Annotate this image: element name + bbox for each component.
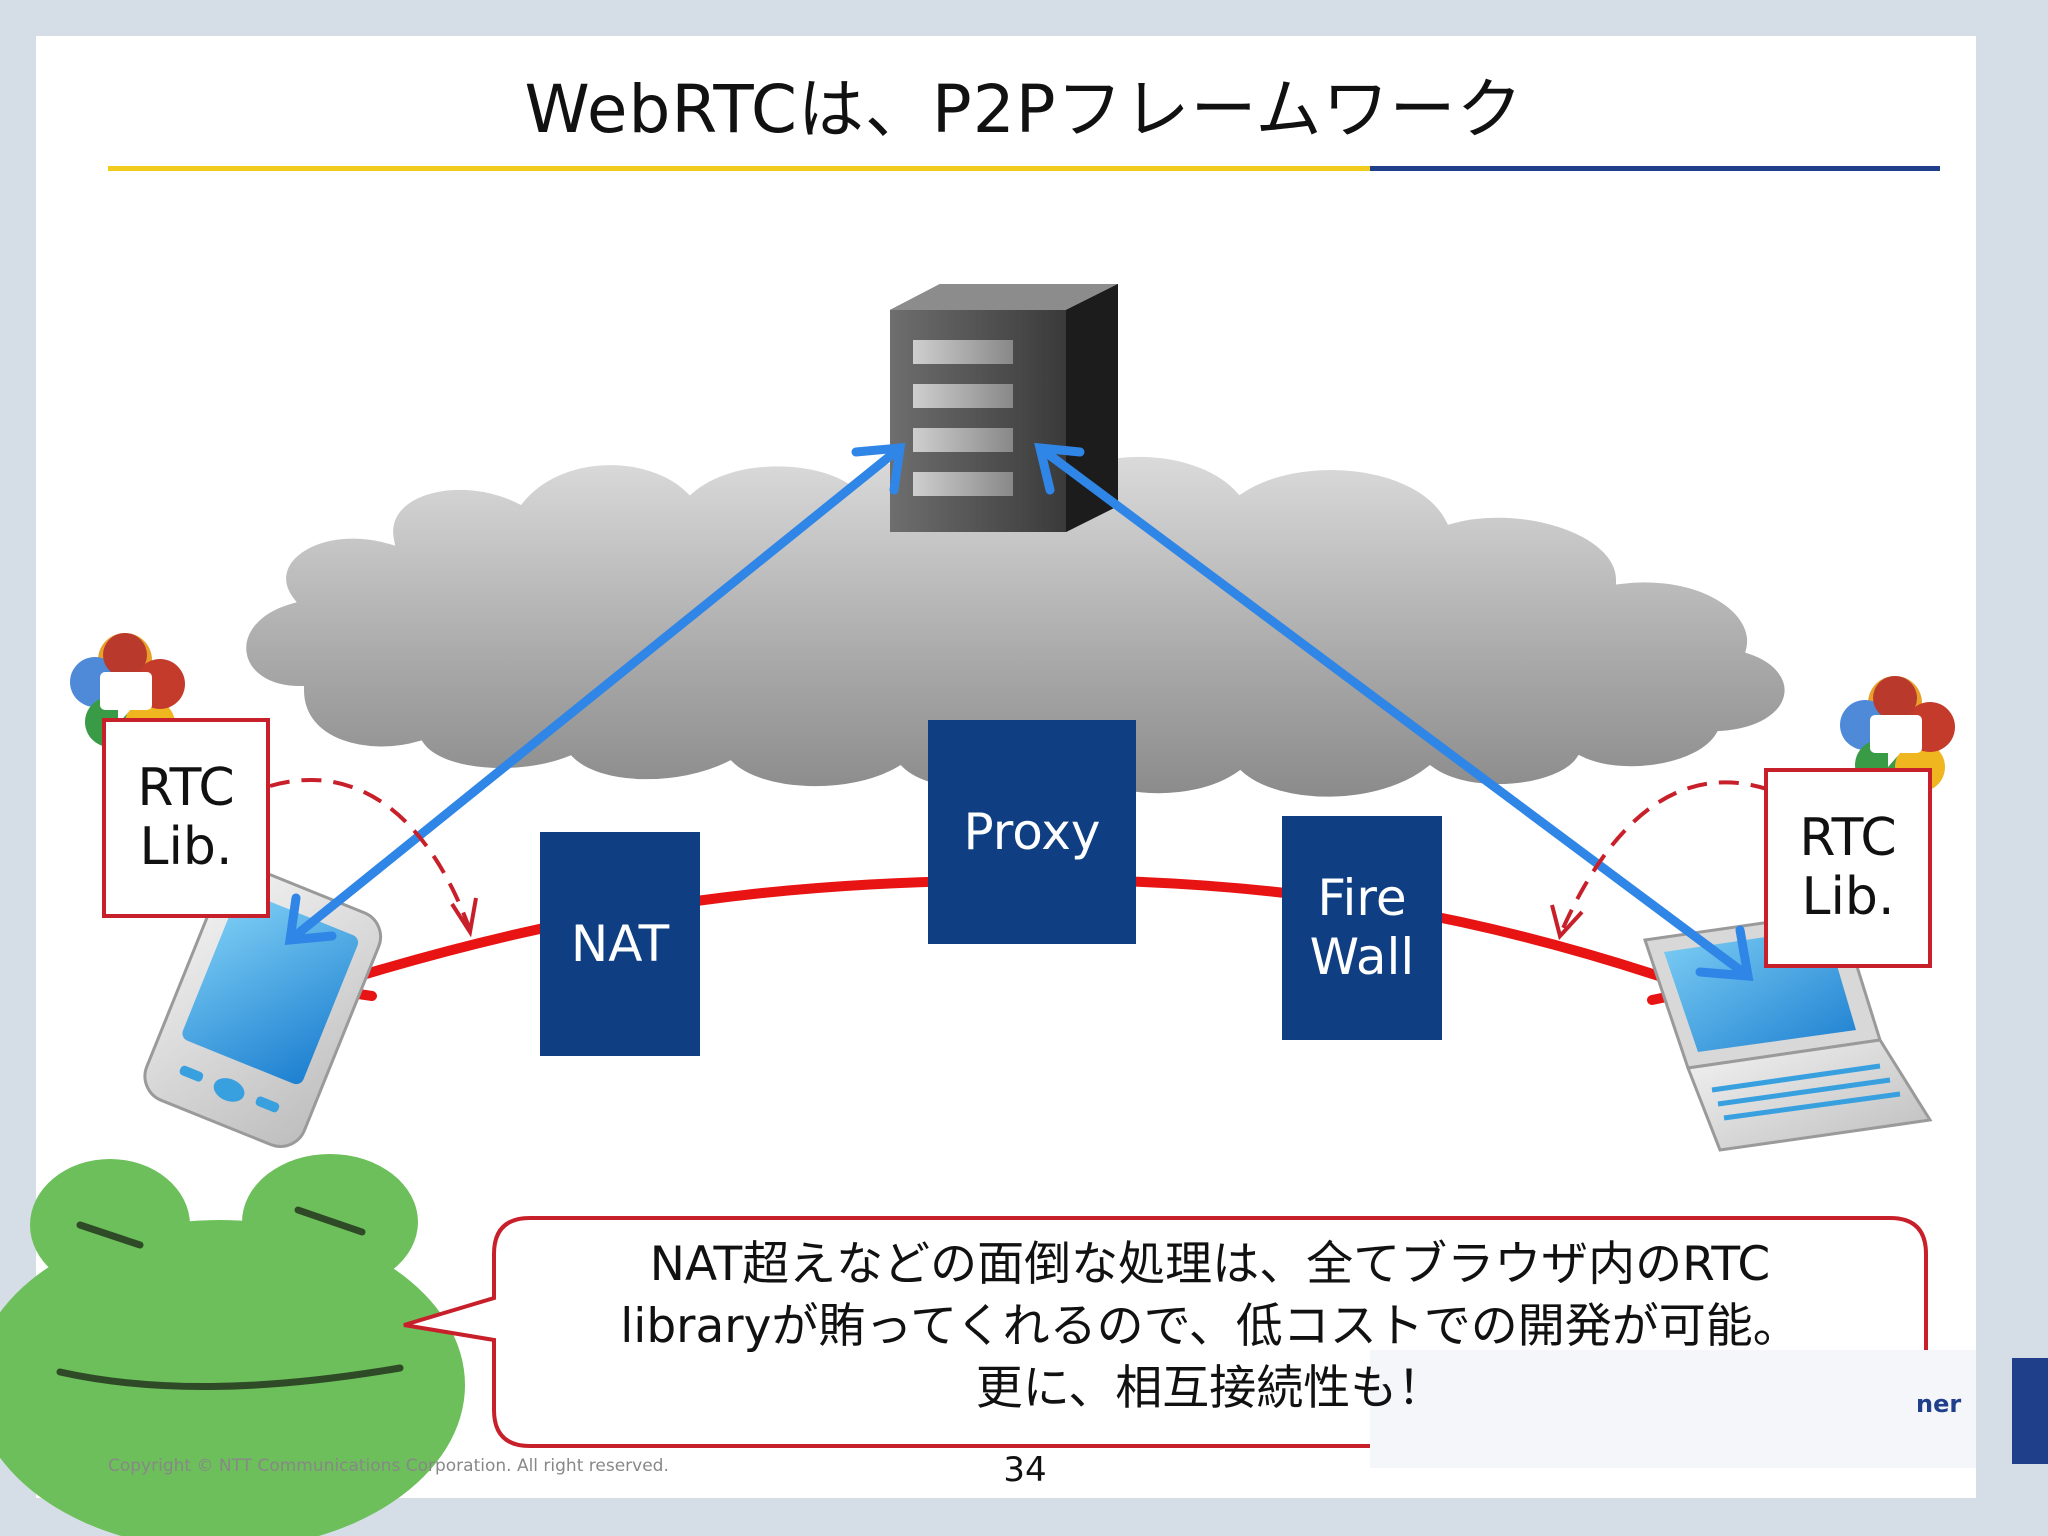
page-number: 34 bbox=[1003, 1450, 1047, 1490]
rtc-link-arcs bbox=[269, 778, 1771, 936]
rtc-lib-box-right: RTC Lib. bbox=[1764, 768, 1932, 968]
rtc-lib-right-line1: RTC bbox=[1799, 807, 1897, 868]
rtc-link-arrowheads bbox=[450, 897, 1584, 941]
rtc-lib-right-line2: Lib. bbox=[1801, 867, 1895, 927]
firewall-label-line1: Fire bbox=[1317, 869, 1407, 927]
frog-mascot bbox=[0, 1154, 465, 1536]
callout-text: NAT超えなどの面倒な処理は、全てブラウザ内のRTC libraryが賄ってくれ… bbox=[620, 1237, 1800, 1416]
title-rule-blue bbox=[1370, 166, 1940, 171]
webrtc-logo-icon-right bbox=[1840, 676, 1955, 792]
page-title: WebRTCは、P2Pフレームワーク bbox=[524, 71, 1524, 148]
rtc-lib-left-line2: Lib. bbox=[139, 817, 233, 877]
title-rule-yellow bbox=[108, 166, 1370, 171]
nat-label: NAT bbox=[570, 914, 670, 973]
corner-logo bbox=[1370, 1350, 2048, 1468]
copyright-text: Copyright © NTT Communications Corporati… bbox=[108, 1456, 669, 1476]
proxy-label: Proxy bbox=[963, 802, 1101, 861]
rtc-lib-left-line1: RTC bbox=[137, 757, 235, 818]
signaling-arrows bbox=[284, 442, 1754, 981]
nat-box: NAT bbox=[540, 832, 700, 1056]
corner-logo-text: ner bbox=[1916, 1390, 1962, 1418]
proxy-box: Proxy bbox=[928, 720, 1136, 944]
rtc-lib-box-left: RTC Lib. bbox=[102, 718, 270, 918]
firewall-box: Fire Wall bbox=[1282, 816, 1442, 1040]
firewall-label-line2: Wall bbox=[1309, 928, 1415, 986]
server-icon bbox=[890, 284, 1118, 532]
